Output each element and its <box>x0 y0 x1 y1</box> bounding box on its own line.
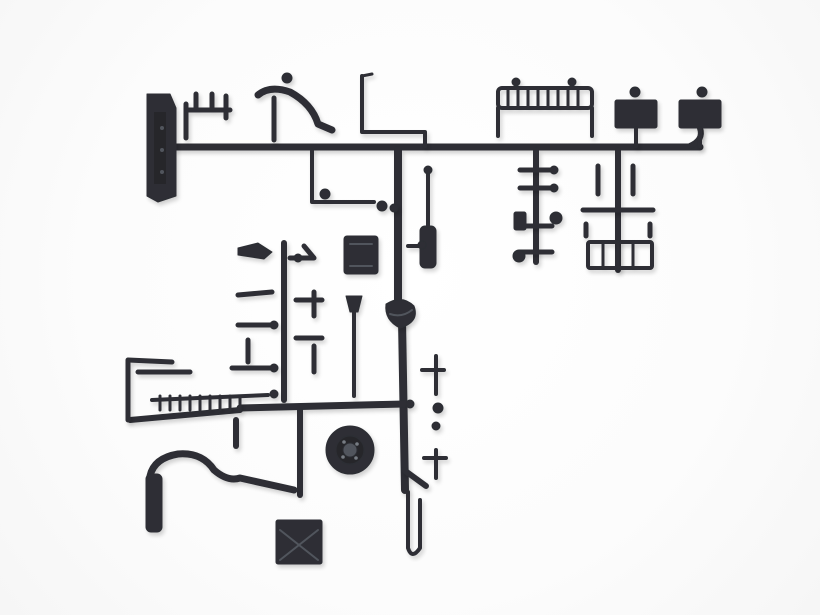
part-exhaust <box>146 450 298 494</box>
part-seat-frame <box>183 91 233 141</box>
part-shovel <box>345 295 363 313</box>
part-left-arm-e <box>293 289 325 319</box>
part-hook <box>360 74 427 148</box>
part-jerry-can <box>343 235 379 275</box>
lower-runner-left <box>127 407 243 423</box>
part-lower-fork <box>406 490 422 556</box>
part-panel-b <box>678 99 722 129</box>
part-center-ring <box>385 299 416 329</box>
part-right-frame <box>580 163 656 270</box>
part-lever <box>254 85 336 134</box>
parts <box>125 72 722 565</box>
part-left-arm-b <box>235 289 275 298</box>
part-left-arm-c <box>229 322 275 371</box>
part-left-arm-a <box>237 242 273 260</box>
part-long-rail <box>125 357 193 423</box>
lower-runner <box>236 400 409 412</box>
part-grille <box>496 77 594 138</box>
part-left-arm-f <box>293 335 325 375</box>
part-hanger <box>310 148 376 204</box>
part-panel-a <box>614 99 658 129</box>
part-wheel <box>325 425 375 475</box>
part-right-cluster <box>512 165 563 263</box>
part-side-bracket-slot <box>154 112 166 184</box>
